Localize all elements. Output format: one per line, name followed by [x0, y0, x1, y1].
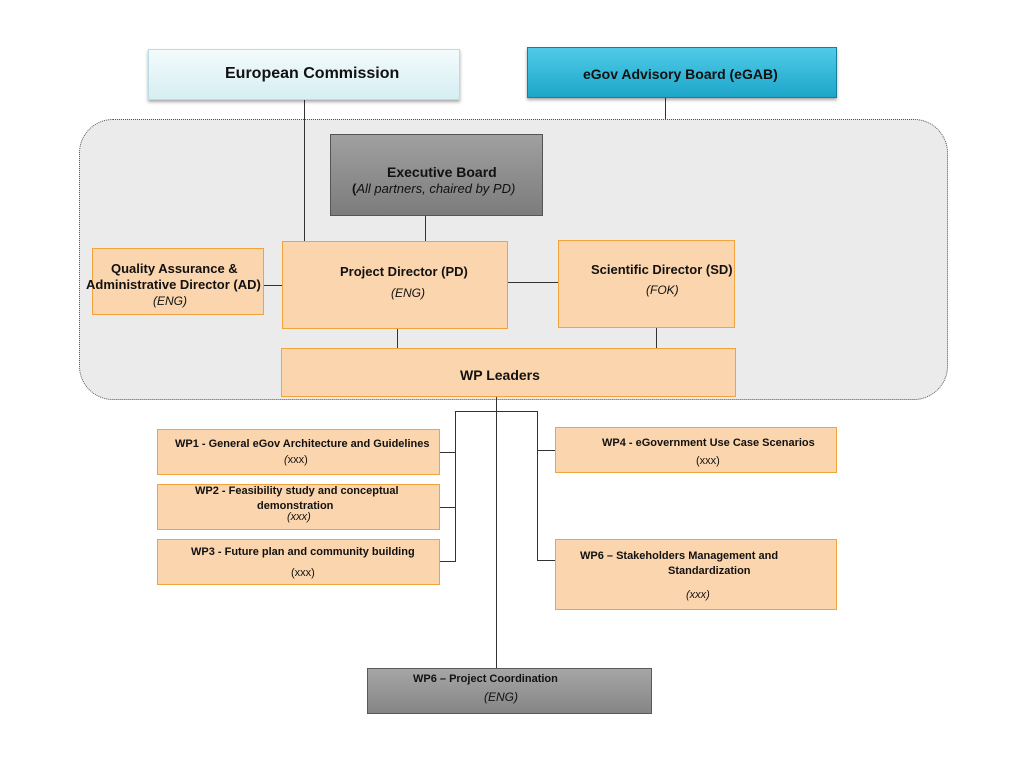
- connector-ec-to-pd: [304, 100, 305, 241]
- wp-leaders-box: WP Leaders: [281, 348, 736, 397]
- wp2-line1: WP2 - Feasibility study and conceptual: [195, 485, 399, 497]
- scientific-director-org: (FOK): [646, 283, 679, 297]
- project-director-box: Project Director (PD) (ENG): [282, 241, 508, 329]
- wp6-stakeholders-line2: Standardization: [668, 565, 751, 577]
- wp-leaders-label: WP Leaders: [460, 367, 540, 383]
- wp4-title: WP4 - eGovernment Use Case Scenarios: [602, 437, 815, 449]
- connector-ad-to-pd: [263, 285, 282, 286]
- connector-left-branch: [455, 411, 456, 562]
- executive-board-open-paren: (: [352, 181, 357, 196]
- connector-right-branch: [537, 411, 538, 561]
- qa-director-box: [92, 248, 264, 315]
- wp6-coordination-org: (ENG): [484, 690, 518, 704]
- executive-board-subtitle: (All partners, chaired by PD): [352, 181, 515, 196]
- european-commission-box: European Commission: [148, 49, 460, 100]
- executive-board-title: Executive Board: [387, 164, 497, 180]
- connector-wp6-stakeholders: [537, 560, 555, 561]
- executive-board-subtitle-text: All partners, chaired by PD): [356, 181, 516, 196]
- connector-wp-top-bar: [455, 411, 538, 412]
- wp1-box: WP1 - General eGov Architecture and Guid…: [157, 429, 440, 475]
- wp3-org: (xxx): [291, 567, 315, 579]
- wp3-box: WP3 - Future plan and community building…: [157, 539, 440, 585]
- connector-exec-to-pd: [425, 216, 426, 241]
- connector-wp4: [537, 450, 555, 451]
- connector-wp2: [440, 507, 455, 508]
- wp2-box: WP2 - Feasibility study and conceptual d…: [157, 484, 440, 530]
- qa-director-org: (ENG): [153, 294, 187, 308]
- wp6-stakeholders-box: WP6 – Stakeholders Management and Standa…: [555, 539, 837, 610]
- wp2-org: (xxx): [287, 511, 311, 523]
- wp3-title: WP3 - Future plan and community building: [191, 546, 415, 558]
- wp1-org: (xxx): [284, 454, 308, 466]
- scientific-director-box: [558, 240, 735, 328]
- project-director-title: Project Director (PD): [340, 264, 468, 279]
- wp6-stakeholders-org: (xxx): [686, 589, 710, 601]
- wp4-org: (xxx): [696, 455, 720, 467]
- connector-wpleaders-trunk: [496, 397, 497, 669]
- wp6-coordination-title: WP6 – Project Coordination: [413, 673, 558, 685]
- wp6-stakeholders-line1: WP6 – Stakeholders Management and: [580, 550, 779, 562]
- connector-wp3: [440, 561, 455, 562]
- qa-director-line2: Administrative Director (AD): [86, 277, 261, 292]
- wp4-box: WP4 - eGovernment Use Case Scenarios (xx…: [555, 427, 837, 473]
- connector-pd-to-wpleaders: [397, 329, 398, 354]
- qa-director-line1: Quality Assurance &: [111, 261, 238, 276]
- connector-sd-to-wpleaders: [656, 328, 657, 348]
- connector-wp1: [440, 452, 455, 453]
- connector-egab-to-group: [665, 98, 666, 119]
- european-commission-label: European Commission: [225, 65, 400, 82]
- executive-board-box: Executive Board (All partners, chaired b…: [330, 134, 543, 216]
- wp2-line2: demonstration: [257, 500, 334, 512]
- egab-box: eGov Advisory Board (eGAB): [527, 47, 837, 98]
- wp6-coordination-box: WP6 – Project Coordination (ENG): [367, 668, 652, 714]
- egab-label: eGov Advisory Board (eGAB): [583, 66, 778, 82]
- scientific-director-title: Scientific Director (SD): [591, 262, 733, 277]
- wp1-title: WP1 - General eGov Architecture and Guid…: [175, 438, 430, 450]
- wp1-org-paren: (: [284, 454, 288, 466]
- connector-pd-to-sd: [508, 282, 558, 283]
- project-director-org: (ENG): [391, 286, 425, 300]
- wp1-org-text: xxx): [287, 454, 308, 466]
